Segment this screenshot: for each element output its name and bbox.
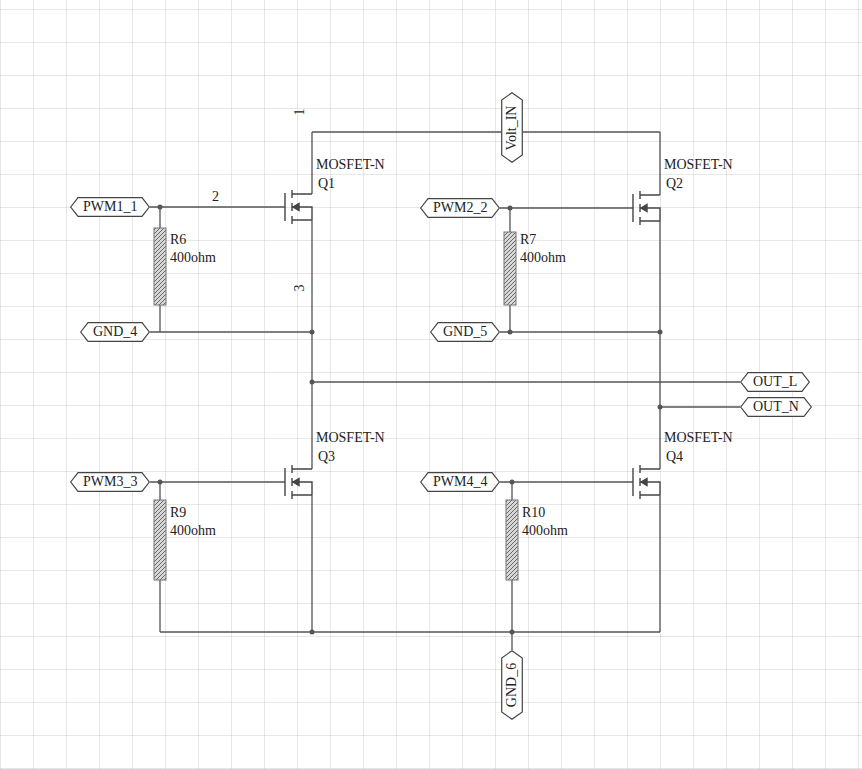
signal-name: OUT_L <box>753 374 797 390</box>
signal-name: PWM2_2 <box>433 200 487 216</box>
part-type: MOSFET-N <box>664 157 733 173</box>
signal-name: OUT_N <box>753 399 799 415</box>
signal-name: GND_4 <box>93 324 137 340</box>
part-name: Q1 <box>318 176 335 192</box>
signal-name: GND_5 <box>443 324 487 340</box>
signal-name: PWM1_1 <box>83 199 137 215</box>
resistor-symbol <box>154 228 166 305</box>
mosfet-arrow <box>641 479 647 486</box>
part-name: Q4 <box>666 449 683 465</box>
part-value: 400ohm <box>170 250 216 266</box>
mosfet-symbol <box>633 191 660 225</box>
junction-dots <box>158 130 663 635</box>
port-label: GND_6 <box>501 650 523 720</box>
part-name: R6 <box>170 232 186 248</box>
part-value: 400ohm <box>522 523 568 539</box>
port-label: OUT_N <box>740 397 812 417</box>
part-name: Q3 <box>318 449 335 465</box>
part-name: R7 <box>520 232 536 248</box>
signal-name: GND_6 <box>504 663 520 707</box>
part-type: MOSFET-N <box>316 157 385 173</box>
port-label: PWM3_3 <box>70 472 150 492</box>
part-name: R9 <box>170 505 186 521</box>
mosfet-symbol <box>285 190 312 224</box>
signal-name: PWM3_3 <box>83 474 137 490</box>
mosfet-arrow <box>293 204 299 211</box>
part-type: MOSFET-N <box>316 430 385 446</box>
pin-number: 1 <box>292 109 308 116</box>
part-value: 400ohm <box>170 523 216 539</box>
mosfet-arrow <box>293 479 299 486</box>
port-label: Volt_IN <box>501 92 523 163</box>
mosfet-symbols <box>285 190 660 499</box>
signal-name: Volt_IN <box>504 105 520 150</box>
resistor-symbol <box>154 500 166 580</box>
port-label: GND_5 <box>430 322 500 342</box>
port-label: PWM2_2 <box>420 198 500 218</box>
port-label: GND_4 <box>80 322 150 342</box>
part-value: 400ohm <box>520 250 566 266</box>
resistor-symbol <box>506 500 518 580</box>
part-type: MOSFET-N <box>664 430 733 446</box>
pin-number: 2 <box>212 189 219 205</box>
mosfet-symbol <box>285 465 312 499</box>
resistor-symbols <box>154 228 518 580</box>
wires <box>150 132 740 650</box>
pin-number: 3 <box>292 285 308 292</box>
port-label: OUT_L <box>740 372 810 392</box>
part-name: Q2 <box>666 176 683 192</box>
port-label: PWM4_4 <box>420 472 500 492</box>
part-name: R10 <box>522 505 545 521</box>
signal-name: PWM4_4 <box>433 474 487 490</box>
mosfet-symbol <box>633 465 660 499</box>
port-label: PWM1_1 <box>70 197 150 217</box>
resistor-symbol <box>504 232 516 305</box>
mosfet-arrow <box>641 205 647 212</box>
